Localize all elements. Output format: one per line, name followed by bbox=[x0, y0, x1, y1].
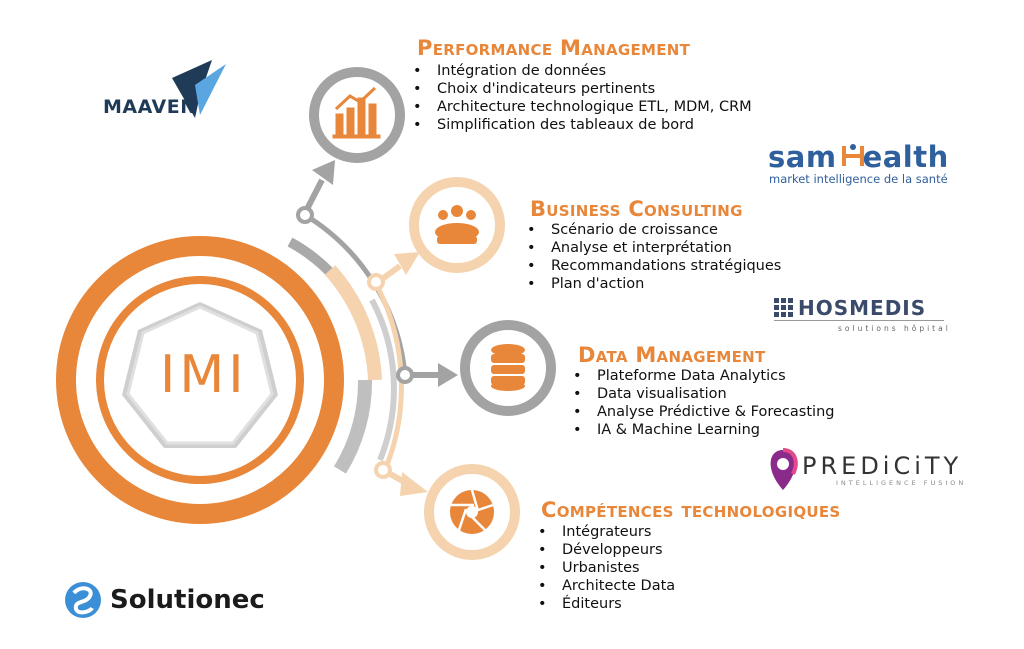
performance-icon-circle bbox=[309, 67, 405, 163]
section-list-data: Plateforme Data Analytics Data visualisa… bbox=[571, 367, 834, 439]
list-item: Plateforme Data Analytics bbox=[571, 367, 834, 385]
maaven-logo: MAAVEN bbox=[103, 96, 197, 118]
section-title-performance: Performance Management bbox=[417, 36, 691, 60]
list-item: Urbanistes bbox=[536, 559, 675, 577]
hosmedis-tagline: solutions hôpital bbox=[838, 324, 951, 333]
list-item: Choix d'indicateurs pertinents bbox=[411, 80, 752, 98]
section-list-business: Scénario de croissance Analyse et interp… bbox=[525, 221, 781, 293]
list-item: IA & Machine Learning bbox=[571, 421, 834, 439]
list-item: Scénario de croissance bbox=[525, 221, 781, 239]
predicity-logo: PREDiCiTY bbox=[802, 452, 963, 480]
hosmedis-logo: HOSMEDIS bbox=[798, 296, 927, 320]
database-icon bbox=[491, 344, 525, 391]
arrow-business-head bbox=[394, 252, 420, 275]
gray-arc-lower bbox=[369, 298, 397, 462]
samhealth-h-mark bbox=[842, 144, 864, 166]
dot-performance bbox=[296, 206, 314, 224]
arrow-competences-head bbox=[400, 472, 428, 496]
light-orange-arc bbox=[324, 265, 382, 381]
samhealth-name-part2: ealth bbox=[862, 140, 949, 174]
center-label: IMI bbox=[160, 345, 248, 405]
maaven-logo-mark bbox=[172, 60, 226, 118]
list-item: Recommandations stratégiques bbox=[525, 257, 781, 275]
list-item: Simplification des tableaux de bord bbox=[411, 116, 752, 134]
list-item: Plan d'action bbox=[525, 275, 781, 293]
list-item: Intégration de données bbox=[411, 62, 752, 80]
list-item: Architecte Data bbox=[536, 577, 675, 595]
section-title-business: Business Consulting bbox=[530, 197, 743, 221]
samhealth-name-part1: sam bbox=[768, 140, 837, 174]
list-item: Analyse Prédictive & Forecasting bbox=[571, 403, 834, 421]
list-item: Intégrateurs bbox=[536, 523, 675, 541]
section-list-performance: Intégration de données Choix d'indicateu… bbox=[411, 62, 752, 134]
samhealth-tagline: market intelligence de la santé bbox=[769, 172, 948, 186]
list-item: Éditeurs bbox=[536, 595, 675, 613]
bar-chart-icon bbox=[332, 86, 381, 139]
list-item: Data visualisation bbox=[571, 385, 834, 403]
hosmedis-logo-mark bbox=[774, 298, 944, 321]
team-meeting-icon bbox=[435, 205, 479, 244]
aperture-icon bbox=[450, 489, 494, 534]
solutionec-logo-mark bbox=[65, 582, 101, 618]
list-item: Analyse et interprétation bbox=[525, 239, 781, 257]
section-title-competences: Compétences technologiques bbox=[541, 498, 841, 522]
arrow-performance-head bbox=[312, 160, 335, 185]
gray-arc-mid bbox=[333, 379, 373, 474]
outer-orange-ring bbox=[56, 236, 344, 524]
section-title-data: Data Management bbox=[578, 343, 766, 367]
arrow-data-head bbox=[438, 363, 458, 387]
samhealth-logo: sam ealth bbox=[768, 140, 949, 174]
list-item: Architecture technologique ETL, MDM, CRM bbox=[411, 98, 752, 116]
section-list-competences: Intégrateurs Développeurs Urbanistes Arc… bbox=[536, 523, 675, 613]
solutionec-logo: Solutionec bbox=[110, 585, 265, 615]
middle-orange-ring bbox=[96, 276, 304, 484]
predicity-tagline: INTELLIGENCE FUSION bbox=[836, 479, 967, 487]
list-item: Développeurs bbox=[536, 541, 675, 559]
dot-competences bbox=[374, 461, 392, 479]
dot-data bbox=[396, 366, 414, 384]
predicity-logo-mark bbox=[770, 448, 798, 490]
center-badge bbox=[126, 305, 274, 445]
dot-business bbox=[367, 273, 385, 291]
